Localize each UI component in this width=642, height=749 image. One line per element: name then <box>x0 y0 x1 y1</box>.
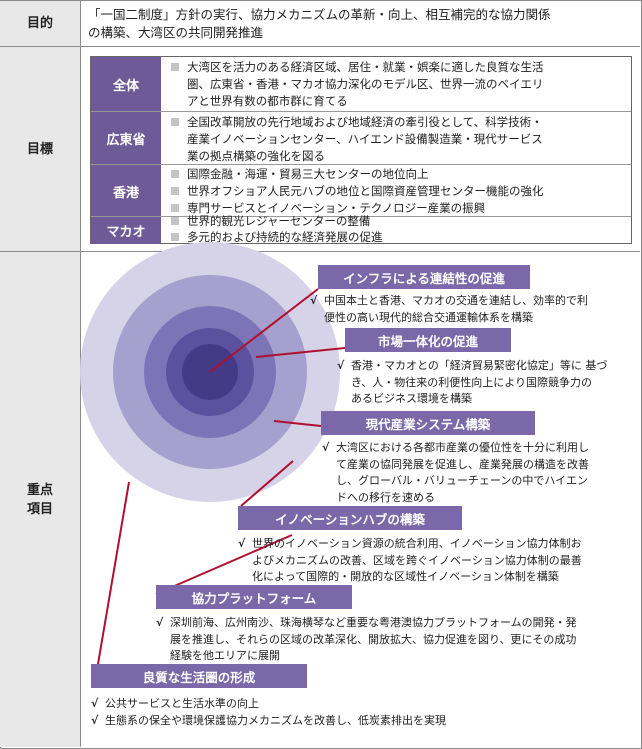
goal-row-guangdong: 広東省 全国改革開放の先行地域および地域経済の牽引役として、科学技術・ 産業イノ… <box>91 111 631 165</box>
square-bullet-icon <box>171 217 179 225</box>
goal-item-cont: 圏、広東省・香港・マカオ協力深化のモデル区、世界一流のベイエリ <box>187 77 544 91</box>
focus-label: 重点 項目 <box>0 252 80 747</box>
goal-region-label: マカオ <box>91 217 161 244</box>
focus-title-market: 市場一体化の促進 <box>345 328 511 352</box>
square-bullet-icon <box>171 63 179 71</box>
focus-title-infrastructure: インフラによる連結性の促進 <box>318 265 530 289</box>
check-icon: √ <box>322 441 330 454</box>
goal-item: 大湾区を活力のある経済区域、居住・就業・娯楽に適した良質な生活 <box>171 59 544 75</box>
focus-body-infrastructure: √中国本土と香港、マカオの交通を連結し、効率的で利 便性の高い現代的総合交通運輸… <box>310 294 588 324</box>
focus-title-platform: 協力プラットフォーム <box>156 585 352 609</box>
goal-item: 世界的観光レジャーセンターの整備 <box>171 213 370 229</box>
goal-row-hongkong: 香港 国際金融・海運・貿易三大センターの地位向上 世界オフショア人民元ハブの地位… <box>91 164 631 217</box>
focus-title-living: 良質な生活圏の形成 <box>91 664 307 688</box>
focus-body-living: √公共サービスと生活水準の向上 √生態系の保全や環境保護協力メカニズムを改善し、… <box>91 696 446 729</box>
focus-body-industry: √大湾区における各都市産業の優位性を十分に利用し て産業の協同発展を促進し、産業… <box>322 441 589 504</box>
purpose-text: 「一国二制度」方針の実行、協力メカニズムの革新・向上、相互補完的な協力関係 の構… <box>88 6 551 42</box>
goal-item-cont: 産業イノベーションセンター、ハイエンド設備製造業・現代サービス <box>187 132 543 146</box>
connector-line-4 <box>240 460 294 507</box>
goals-label: 目標 <box>0 47 80 251</box>
goal-item: 専門サービスとイノベーション・テクノロジー産業の振興 <box>171 200 485 216</box>
square-bullet-icon <box>171 187 179 195</box>
check-icon: √ <box>91 697 99 710</box>
goal-item-cont: 業の拠点構築の強化を図る <box>187 149 325 163</box>
connector-line-6 <box>97 481 130 665</box>
connector-line-2 <box>255 347 346 358</box>
focus-label-line-2: 項目 <box>26 501 53 517</box>
row-divider-2 <box>0 251 640 252</box>
goal-item: 全国改革開放の先行地域および地域経済の牽引役として、科学技術・ <box>171 114 543 130</box>
check-icon: √ <box>337 359 345 372</box>
row-divider-1 <box>0 46 640 47</box>
goal-item-cont: アと世界有数の都市群に育てる <box>187 94 348 108</box>
goal-region-label: 香港 <box>91 165 161 217</box>
goal-item: 国際金融・海運・貿易三大センターの地位向上 <box>171 166 429 182</box>
focus-title-innovation: イノベーションハブの構築 <box>238 506 462 530</box>
goal-row-macao: マカオ 世界的観光レジャーセンターの整備 多元的および持続的な経済発展の促進 <box>91 213 631 245</box>
focus-title-industry: 現代産業システム構築 <box>321 411 535 435</box>
focus-body-innovation: √世界のイノベーション資源の統合利用、イノベーション協力体制お よびメカニズムの… <box>238 537 582 583</box>
purpose-line-1: 「一国二制度」方針の実行、協力メカニズムの革新・向上、相互補完的な協力関係 <box>88 7 551 22</box>
focus-label-line-1: 重点 <box>26 482 53 498</box>
connector-line-1 <box>209 288 319 373</box>
check-icon: √ <box>91 713 99 727</box>
focus-body-market: √香港・マカオとの「経済貿易緊密化協定」等に 基づ き、人・物往来の利便性向上に… <box>337 359 608 405</box>
goal-region-label: 全体 <box>91 57 161 111</box>
check-icon: √ <box>156 616 164 629</box>
goal-row-overall: 全体 大湾区を活力のある経済区域、居住・就業・娯楽に適した良質な生活 圏、広東省… <box>91 57 631 111</box>
check-icon: √ <box>238 537 246 550</box>
goal-region-label: 広東省 <box>91 112 161 165</box>
goals-table: 全体 大湾区を活力のある経済区域、居住・就業・娯楽に適した良質な生活 圏、広東省… <box>90 56 632 244</box>
square-bullet-icon <box>171 170 179 178</box>
focus-body-platform: √深圳前海、広州南沙、珠海横琴など重要な粤港澳協力プラットフォームの開発・発 展… <box>156 616 577 662</box>
connector-line-5 <box>155 534 293 595</box>
square-bullet-icon <box>171 233 179 241</box>
purpose-label: 目的 <box>0 1 80 46</box>
square-bullet-icon <box>171 204 179 212</box>
connector-line-3 <box>273 420 322 427</box>
check-icon: √ <box>310 294 318 307</box>
square-bullet-icon <box>171 118 179 126</box>
goal-item: 多元的および持続的な経済発展の促進 <box>171 229 383 245</box>
goal-item: 世界オフショア人民元ハブの地位と国際資産管理センター機能の強化 <box>171 183 544 199</box>
purpose-line-2: の構築、大湾区の共同開発推進 <box>88 25 264 40</box>
